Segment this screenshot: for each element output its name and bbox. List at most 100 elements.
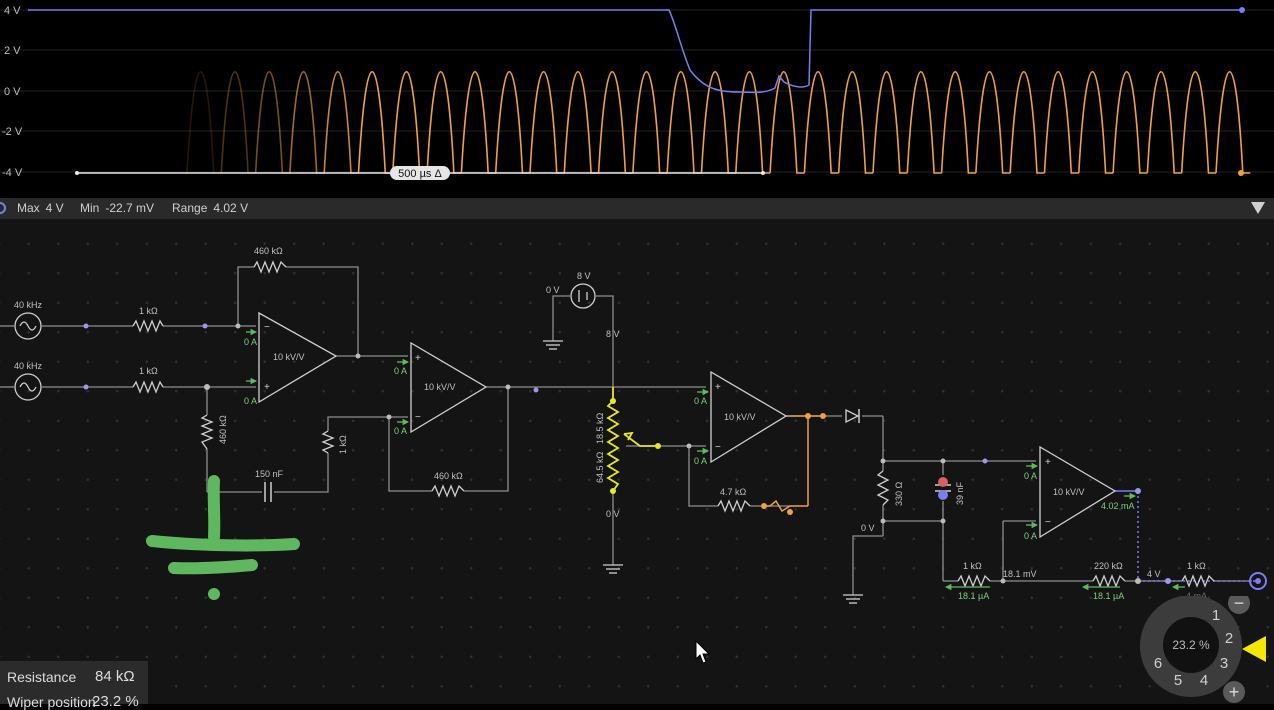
dial-position-4[interactable]: 4 (1200, 672, 1208, 689)
dial-position-6[interactable]: 6 (1154, 655, 1162, 672)
label-i-220: 18.1 µA (1093, 591, 1124, 601)
y-tick-neg4v: -4 V (2, 167, 23, 179)
resistor-1k-bottom (957, 574, 991, 588)
opamp-2 (410, 341, 488, 434)
svg-text:−: − (264, 322, 270, 333)
circuit-schematic[interactable]: −+ +− +− +− (0, 219, 1274, 704)
svg-text:−: − (415, 412, 421, 423)
resistor-feedback-top (253, 260, 287, 274)
wiper-dial[interactable]: 23.2 % 1 2 3 4 5 6 − + (1138, 596, 1274, 704)
trace-blue (28, 9, 1242, 94)
oscilloscope-panel[interactable]: 4 V 2 V 0 V -2 V -4 V 500 µs Δ (0, 0, 1274, 198)
dial-pointer-icon[interactable] (1242, 636, 1266, 662)
svg-text:+: + (715, 382, 721, 393)
svg-text:−: − (1234, 596, 1245, 613)
label-r-1k-bottom: 1 kΩ (963, 561, 982, 571)
trace-orange-pulse (940, 71, 976, 174)
dial-position-5[interactable]: 5 (1174, 672, 1182, 689)
trace-orange-pulse (494, 71, 530, 174)
trace-orange-pulse (769, 71, 805, 174)
label-r-330: 330 Ω (894, 481, 904, 506)
label-i-op2-a: 0 A (394, 366, 407, 376)
svg-text:+: + (1045, 457, 1051, 468)
label-source-top: 40 kHz (14, 300, 43, 310)
trace-orange-pulse (735, 71, 771, 174)
label-i-op4-b: 0 A (1024, 531, 1037, 541)
circuit-canvas[interactable]: −+ +− +− +− (0, 219, 1274, 704)
prop-wiper-value[interactable]: 23.2 % (92, 693, 139, 710)
ac-source-top (14, 312, 42, 340)
y-tick-2v: 2 V (4, 45, 21, 57)
chevron-down-icon[interactable] (1251, 202, 1265, 214)
label-r-feedback-2: 460 kΩ (434, 471, 463, 481)
label-i-op3-b: 0 A (694, 456, 707, 466)
prop-resistance-value[interactable]: 84 kΩ (95, 668, 135, 685)
dial-position-2[interactable]: 2 (1225, 630, 1233, 647)
label-cap-150: 150 nF (255, 469, 284, 479)
resistor-220k (1092, 574, 1126, 588)
label-r-mid: 1 kΩ (338, 435, 348, 454)
mouse-cursor-icon (695, 639, 711, 664)
label-out-voltage: 4 V (1147, 569, 1161, 579)
label-cap-39: 39 nF (955, 481, 965, 505)
resistor-shunt (200, 414, 214, 450)
resistor-out (1181, 574, 1215, 588)
svg-text:−: − (1045, 517, 1051, 528)
trace-orange-pulse (597, 71, 633, 174)
trace-orange-pulse (392, 71, 428, 174)
dial-position-1[interactable]: 1 (1212, 607, 1220, 624)
label-r-feedback-top: 460 kΩ (254, 246, 283, 256)
trace-orange-pulse (1180, 71, 1216, 174)
trace-orange-pulse (186, 71, 222, 174)
label-node-181: 18.1 mV (1003, 569, 1037, 579)
trace-orange-pulse (323, 71, 359, 174)
opamp-4 (1039, 445, 1117, 539)
trace-orange-pulse (289, 71, 325, 174)
trace-orange-pulse (1009, 71, 1045, 174)
trace-orange-pulse (837, 71, 873, 174)
capacitor-150nf (264, 482, 272, 502)
label-opamp4-gain: 10 kV/V (1053, 487, 1085, 497)
time-scale-label: 500 µs Δ (398, 168, 442, 180)
hand-drawn-ground (146, 475, 300, 575)
trace-orange-pulse (700, 71, 736, 174)
opamp-3 (710, 370, 788, 464)
prop-resistance-label: Resistance (7, 669, 77, 685)
label-opamp1-gain: 10 kV/V (273, 352, 305, 362)
label-r-out: 1 kΩ (1187, 561, 1206, 571)
time-scale-badge[interactable] (390, 166, 450, 180)
trace-orange-pulse (975, 71, 1011, 174)
trace-orange-pulse (1043, 71, 1079, 174)
probe-icon[interactable] (0, 198, 10, 219)
y-tick-neg2v: -2 V (2, 126, 23, 138)
capacitor-39nf (935, 477, 951, 500)
properties-panel: Resistance 84 kΩ Wiper position 23.2 % (0, 661, 148, 710)
label-vsrc-node: 8 V (606, 329, 620, 339)
svg-text:−: − (715, 442, 721, 453)
label-r-shunt: 460 kΩ (218, 415, 228, 444)
svg-text:+: + (1229, 682, 1240, 702)
label-i-op3-a: 0 A (694, 396, 707, 406)
dial-plus-button[interactable] (1223, 681, 1245, 703)
trace-orange-pulse (1215, 71, 1251, 174)
label-r-top-in: 1 kΩ (139, 306, 158, 316)
trace-orange-pulse (803, 71, 839, 174)
label-r-47: 4.7 kΩ (720, 487, 747, 497)
label-pot-lower: 64.5 kΩ (595, 451, 605, 483)
diode[interactable] (845, 408, 860, 424)
dial-minus-button[interactable] (1228, 596, 1250, 614)
trace-orange-pulse (906, 71, 942, 174)
trace-orange-pulse (426, 71, 462, 174)
trace-orange-pulse (254, 71, 290, 174)
output-probe[interactable] (1249, 572, 1267, 590)
trace-orange-pulse (1146, 71, 1182, 174)
dial-position-3[interactable]: 3 (1220, 655, 1228, 672)
resistor-bottom-in (132, 380, 164, 394)
label-i-op4-a: 0 A (1024, 471, 1037, 481)
label-pot-bottom: 0 V (606, 509, 620, 519)
trace-orange-pulse (1078, 71, 1114, 174)
trace-orange-pulse (666, 71, 702, 174)
label-vsrc-left: 0 V (546, 285, 560, 295)
potentiometer[interactable] (606, 387, 658, 492)
